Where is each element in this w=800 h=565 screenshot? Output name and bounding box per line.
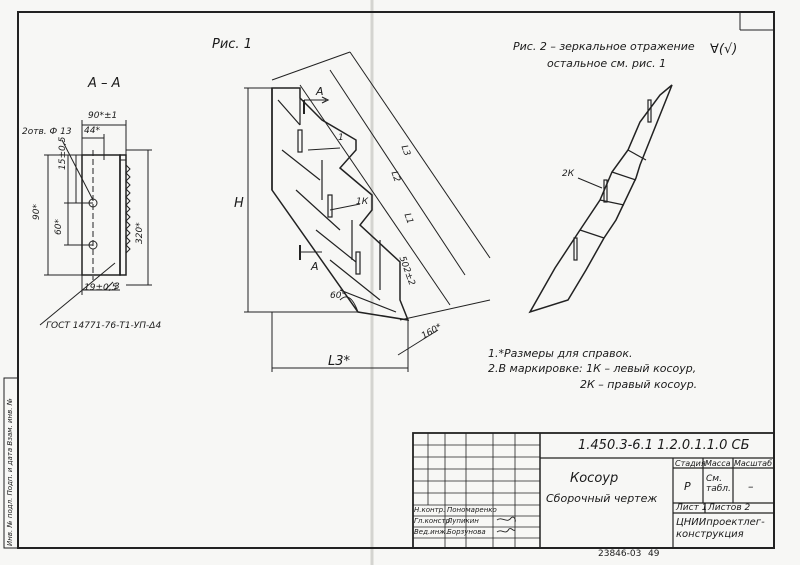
holes-note: 2отв. Ф 13 xyxy=(22,127,72,137)
value-scale: – xyxy=(748,480,754,493)
dim-15: 15±0,5 xyxy=(58,136,68,170)
pos-1: 1 xyxy=(338,133,344,143)
header-mass: Масса xyxy=(705,459,731,468)
name-1: Пономаренко xyxy=(447,506,497,514)
angle-60: 60° xyxy=(330,291,346,301)
dim-60: 60* xyxy=(54,219,64,235)
name-3: Борзунова xyxy=(447,528,486,536)
sheets-count: Листов 2 xyxy=(708,503,751,513)
role-2: Гл.констр. xyxy=(414,517,453,525)
side-margin-text: Инв. № подл. Подп. и дата Взам. инв. № xyxy=(6,398,14,546)
header-scale: Масштаб xyxy=(734,459,773,468)
doc-code: 1.450.3-6.1 1.2.0.1.1.0 СБ xyxy=(578,438,750,453)
roughness-symbol: ∀(√) xyxy=(710,42,738,57)
header-stage: Стадия xyxy=(675,459,706,468)
section-mark-bottom: А xyxy=(311,260,319,273)
dim-90: 90* xyxy=(32,204,42,220)
dim-h: H xyxy=(234,196,244,211)
section-mark-top: А xyxy=(316,85,324,98)
value-stage: Р xyxy=(684,480,691,493)
dim-19: 19±0,5 xyxy=(84,283,118,293)
dim-90-top: 90*±1 xyxy=(88,111,118,121)
name-2: Лупикин xyxy=(447,517,479,525)
role-3: Вед.инж. xyxy=(414,528,448,536)
fig1-stringer xyxy=(244,51,491,372)
value-mass: См. табл. xyxy=(706,474,731,494)
section-a-a xyxy=(39,120,152,326)
gost-note: ГОСТ 14771-76-Т1-УП-Δ4 xyxy=(46,321,162,331)
pos-1k: 1К xyxy=(356,197,369,207)
fig2-title: Рис. 2 – зеркальное отражение xyxy=(513,40,695,53)
fig2-stringer xyxy=(528,84,673,314)
doc-name: Косоур xyxy=(570,471,619,486)
role-1: Н.контр. xyxy=(414,506,446,514)
section-title: А – А xyxy=(88,76,121,91)
sheet-border xyxy=(17,11,775,549)
note-3: 2К – правый косоур. xyxy=(580,378,698,391)
note-2: 2.В маркировке: 1К – левый косоур, xyxy=(488,362,697,375)
note-1: 1.*Размеры для справок. xyxy=(488,347,633,360)
fig1-title: Рис. 1 xyxy=(212,37,252,52)
title-block xyxy=(412,432,775,549)
dim-44: 44* xyxy=(84,126,100,136)
dim-320: 320* xyxy=(135,222,145,244)
doc-subname: Сборочный чертеж xyxy=(546,492,658,505)
dim-l3-bottom: L3* xyxy=(328,354,351,369)
footer-stamp: 23846-03 xyxy=(598,549,642,559)
pos-2k: 2К xyxy=(562,169,575,179)
mark-3: 3 xyxy=(114,282,120,292)
sheet-number: Лист 1 xyxy=(676,503,708,513)
fig2-subtitle: остальное см. рис. 1 xyxy=(547,57,667,70)
footer-number: 49 xyxy=(648,549,660,559)
organization: ЦНИИпроектлег-конструкция xyxy=(676,517,765,540)
